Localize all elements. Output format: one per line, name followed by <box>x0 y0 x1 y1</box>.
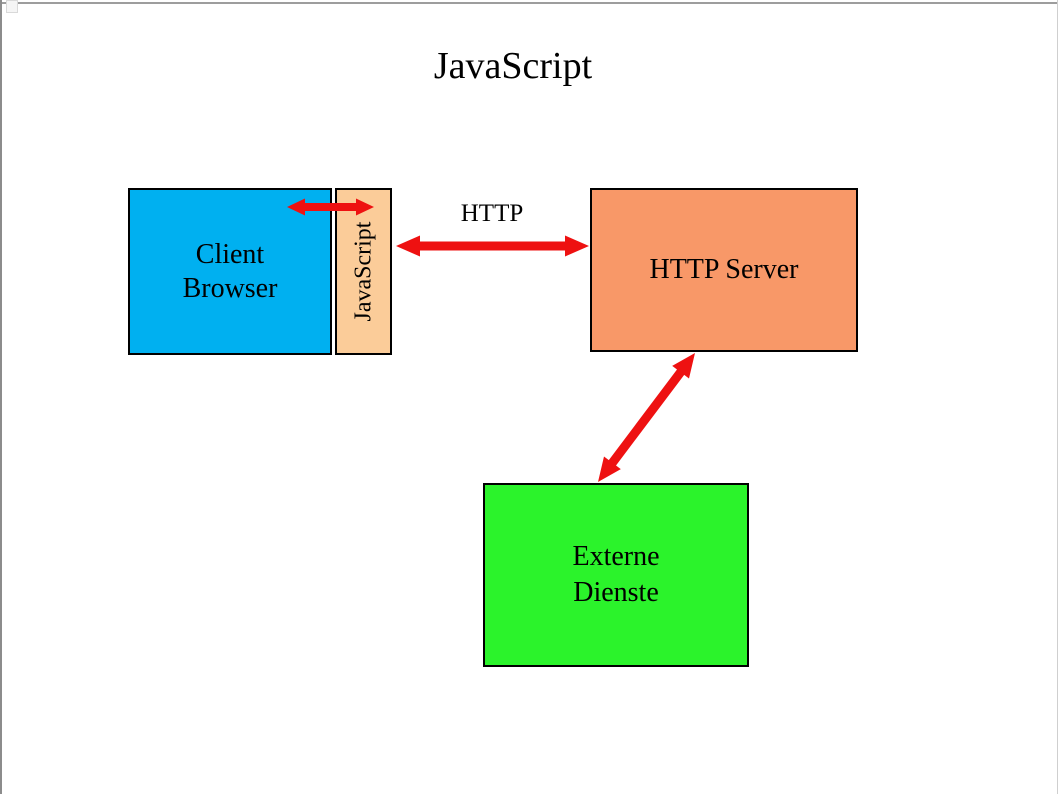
window-edge-top <box>0 2 1058 4</box>
externe-dienste-label-line1: Externe <box>572 541 660 572</box>
window-edge-left <box>0 0 2 794</box>
http-connection-label: HTTP <box>460 200 524 227</box>
externe-dienste-label-line2: Dienste <box>573 577 659 608</box>
javascript-layer-box: JavaScript <box>335 188 392 355</box>
client-browser-label-line1: Client <box>195 238 265 270</box>
http-arrow <box>396 235 589 257</box>
javascript-layer-label: JavaScript <box>350 221 377 322</box>
client-browser-box: Client Browser <box>128 188 332 355</box>
corner-artifact <box>6 0 18 13</box>
client-browser-label-line2: Browser <box>182 272 278 304</box>
http-server-box: HTTP Server <box>590 188 858 352</box>
slide-title: JavaScript <box>433 45 593 87</box>
server-externe-arrow <box>598 353 695 482</box>
externe-dienste-box: Externe Dienste <box>483 483 749 667</box>
http-server-label: HTTP Server <box>649 254 799 285</box>
